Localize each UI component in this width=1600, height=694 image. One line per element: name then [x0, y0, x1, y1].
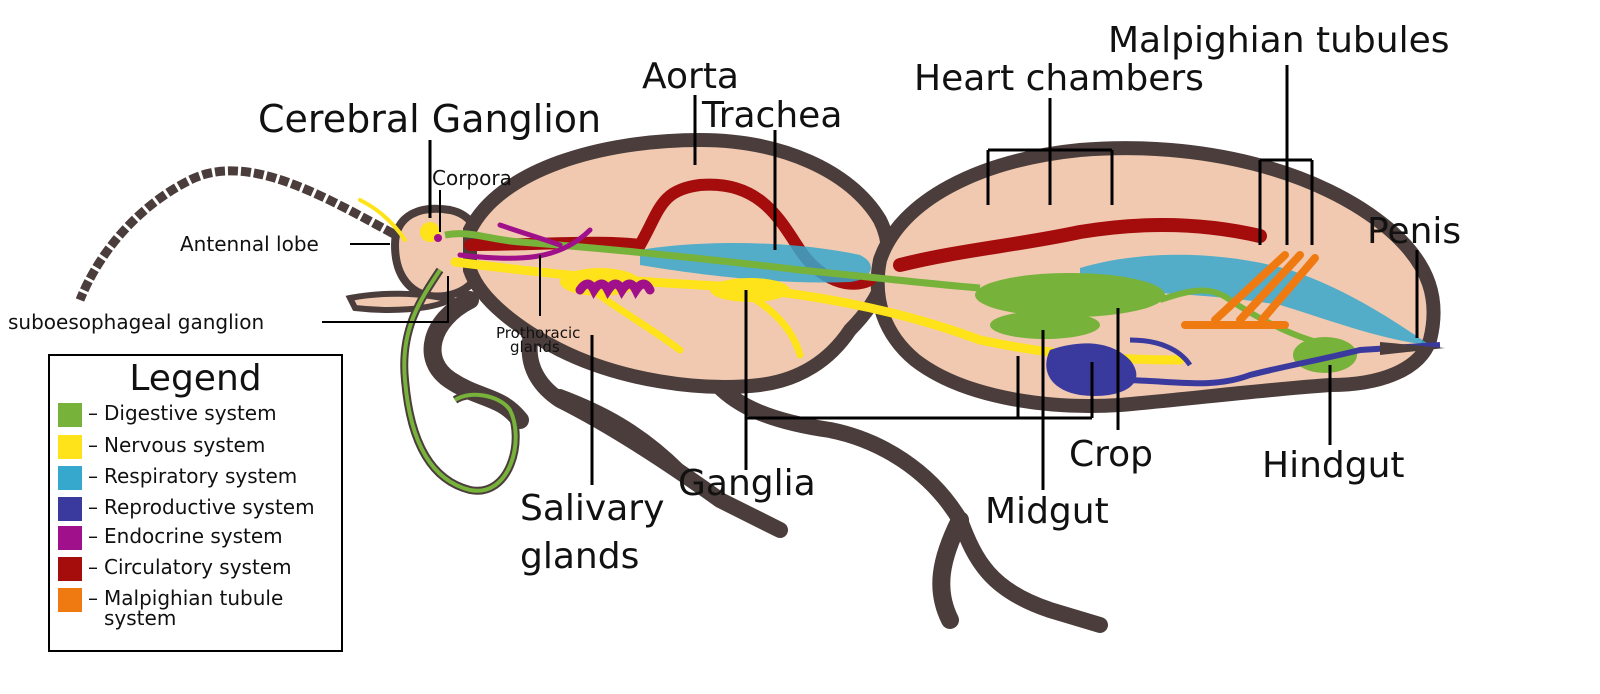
legend-swatch	[58, 526, 82, 550]
label-cerebral-ganglion: Cerebral Ganglion	[258, 97, 601, 141]
label-trachea: Trachea	[701, 95, 842, 136]
label-salivary-glands-line1: Salivary	[520, 488, 664, 529]
legend-label: Endocrine system	[104, 524, 283, 548]
legend-item-malpighian: –Malpighian tubule system	[58, 588, 283, 628]
legend-label: Digestive system	[104, 401, 277, 425]
label-prothoracic-glands-line1: Prothoracic	[496, 324, 580, 342]
legend-swatch	[58, 435, 82, 459]
label-hindgut: Hindgut	[1262, 445, 1405, 486]
legend-item-reproductive: –Reproductive system	[58, 497, 315, 521]
malpighian-tubules	[1181, 251, 1319, 329]
label-midgut: Midgut	[985, 491, 1109, 532]
legend-label: Reproductive system	[104, 495, 315, 519]
legend-label: Nervous system	[104, 433, 266, 457]
label-penis: Penis	[1367, 211, 1461, 252]
label-corpora: Corpora	[432, 166, 512, 190]
legend-swatch	[58, 557, 82, 581]
mandible	[345, 290, 459, 313]
digestive-system	[400, 230, 1357, 495]
label-aorta: Aorta	[642, 56, 739, 97]
label-antennal-lobe: Antennal lobe	[180, 232, 319, 256]
leader-lines	[322, 65, 1419, 490]
legend-label: Circulatory system	[104, 555, 292, 579]
legend-box: Legend –Digestive system –Nervous system…	[48, 354, 343, 652]
legend-swatch	[58, 588, 82, 612]
label-heart-chambers: Heart chambers	[914, 58, 1204, 99]
legend-swatch	[58, 466, 82, 490]
legend-swatch	[58, 403, 82, 427]
legend-title: Legend	[129, 358, 262, 399]
legend-item-digestive: –Digestive system	[58, 403, 277, 427]
antenna	[75, 166, 408, 302]
legend-label: Malpighian tubule system	[104, 586, 284, 630]
legend-item-endocrine: –Endocrine system	[58, 526, 283, 550]
legend-swatch	[58, 497, 82, 521]
endocrine-system	[434, 222, 655, 299]
penis-structure	[1380, 342, 1445, 355]
label-crop: Crop	[1069, 434, 1153, 475]
label-salivary-glands-line2: glands	[520, 536, 639, 577]
label-prothoracic-glands-line2: glands	[510, 338, 560, 356]
label-suboesophageal-ganglion: suboesophageal ganglion	[8, 310, 264, 334]
label-ganglia: Ganglia	[678, 463, 816, 504]
legend-label: Respiratory system	[104, 464, 298, 488]
label-malpighian-tubules: Malpighian tubules	[1108, 20, 1449, 61]
legend-item-nervous: –Nervous system	[58, 435, 265, 459]
legend-item-circulatory: –Circulatory system	[58, 557, 292, 581]
legend-item-respiratory: –Respiratory system	[58, 466, 297, 490]
